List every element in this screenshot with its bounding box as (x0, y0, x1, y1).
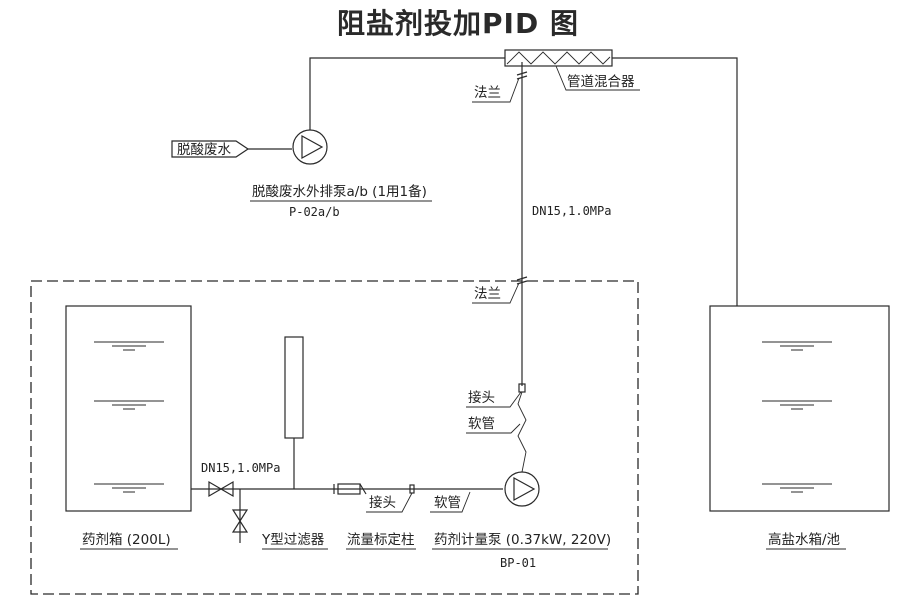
brine-tank-label: 高盐水箱/池 (768, 531, 840, 548)
pipeline-mixer (504, 49, 613, 67)
joint-lower-label: 接头 (369, 494, 396, 511)
joint-upper-label: 接头 (468, 389, 495, 406)
flange-top-leader (472, 77, 520, 103)
hose-upper (517, 391, 527, 473)
waste-water-source (171, 140, 292, 158)
flange-mid-leader (472, 282, 520, 304)
y-strainer (333, 483, 367, 495)
brine-tank (709, 305, 890, 512)
joint-lower-leader (366, 492, 413, 513)
mixer-label: 管道混合器 (567, 74, 635, 90)
skid-boundary (30, 280, 639, 595)
brine-line (612, 57, 738, 306)
hose-upper-leader (466, 423, 521, 434)
drain-valve (231, 509, 249, 543)
metering-pump-label: 药剂计量泵 (0.37kW, 220V) (434, 532, 611, 548)
hose-lower-leader (430, 491, 471, 513)
diagram-title: 阻盐剂投加PID 图 (337, 7, 579, 40)
flange-top-label: 法兰 (474, 85, 501, 101)
flange-mid-label: 法兰 (474, 286, 501, 302)
flow-calibration-column (284, 336, 304, 489)
waste-pump-name: 脱酸废水外排泵a/b (1用1备) (252, 183, 427, 200)
hose-upper-label: 软管 (468, 416, 495, 432)
metering-pump-tag: BP-01 (500, 556, 536, 570)
outlet-valve (208, 480, 234, 498)
metering-pump (504, 471, 540, 507)
waste-water-pump (292, 129, 328, 165)
reagent-tank-label: 药剂箱 (200L) (82, 532, 171, 548)
strainer-label: Y型过滤器 (261, 532, 325, 548)
joint-upper-leader (466, 391, 522, 408)
flow-column-label: 流量标定柱 (347, 532, 415, 548)
mixer-leader (555, 65, 640, 91)
reagent-tank (65, 305, 192, 512)
waste-water-line (309, 57, 505, 130)
pipe-spec-suction: DN15,1.0MPa (201, 461, 280, 475)
hose-lower-label: 软管 (434, 495, 461, 511)
waste-pump-tag: P-02a/b (289, 205, 340, 219)
pipe-spec-main: DN15,1.0MPa (532, 204, 611, 218)
waste-water-label: 脱酸废水 (177, 142, 231, 158)
